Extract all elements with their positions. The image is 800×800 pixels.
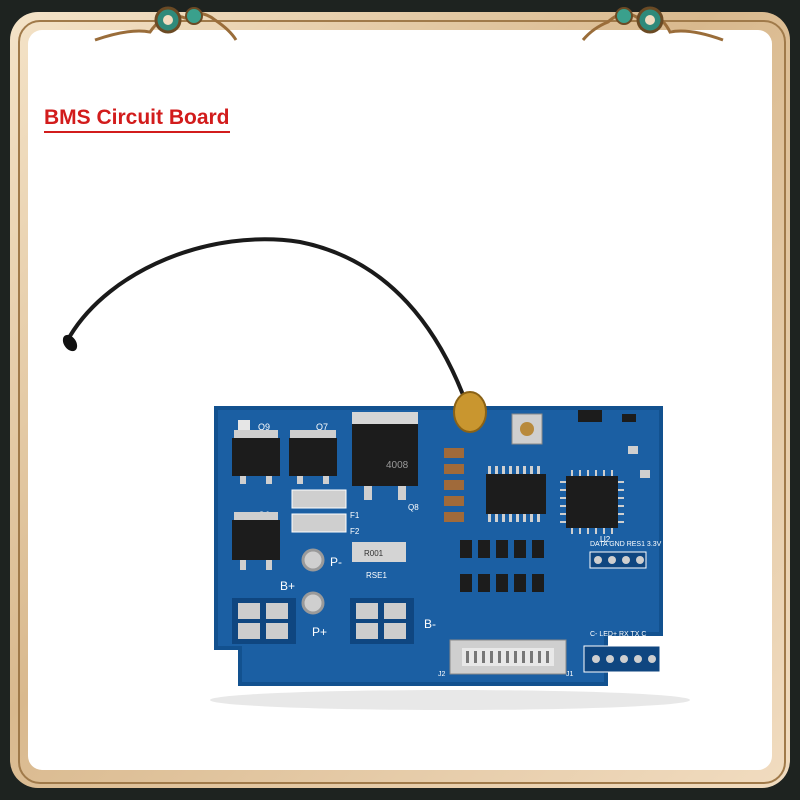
mosfet-q7: Q7 [289,422,337,484]
antenna-tip [62,334,78,352]
power-pad-right [350,598,414,644]
mosfet-q6: Q6 [232,510,280,570]
mcu-u2: U2 [560,470,624,544]
svg-text:F1: F1 [350,511,360,520]
svg-text:F2: F2 [350,527,360,536]
frame-border [18,20,786,784]
connector-j2: J2 [438,639,567,678]
pad-p-plus [301,591,325,615]
fuse-f1 [291,489,347,509]
smd-capacitors [444,448,464,522]
header-uart-pins: C- LED+ RX TX C J1 [566,631,661,678]
svg-text:DATA GND RES1 3.3V: DATA GND RES1 3.3V [590,541,662,548]
svg-text:P-: P- [330,555,342,569]
pad-p-minus [301,548,325,572]
svg-text:Q7: Q7 [316,422,328,432]
svg-text:B+: B+ [280,579,295,593]
svg-text:J2: J2 [438,671,446,678]
page-title: BMS Circuit Board [44,106,230,133]
shunt-resistor [352,542,406,562]
svg-text:U2: U2 [600,535,611,544]
header-data-pins: DATA GND RES1 3.3V [589,541,662,569]
svg-text:C- LED+ RX TX C: C- LED+ RX TX C [590,631,646,638]
svg-text:R001: R001 [364,549,384,558]
cloud-ornament-left-icon [94,6,238,42]
svg-text:J1: J1 [566,671,574,678]
smd-small-parts [578,410,650,478]
board-shadow [210,690,690,710]
ic-afe [486,466,546,522]
fuse-f2 [291,513,347,533]
power-pad-left [232,598,296,644]
mosfet-q9: Q9 [232,420,280,484]
svg-text:Q9: Q9 [258,422,270,432]
cloud-ornament-right-icon [581,6,724,42]
regulator-4008: 4008 Q8 [352,412,419,512]
antenna-wire [68,237,470,410]
svg-text:P+: P+ [312,625,327,639]
antenna-solder-blob [453,391,487,433]
svg-text:4008: 4008 [386,460,409,471]
svg-text:RSE1: RSE1 [366,571,387,580]
svg-text:Q8: Q8 [408,503,419,512]
svg-text:B-: B- [424,617,436,631]
resistor-array [460,540,544,592]
